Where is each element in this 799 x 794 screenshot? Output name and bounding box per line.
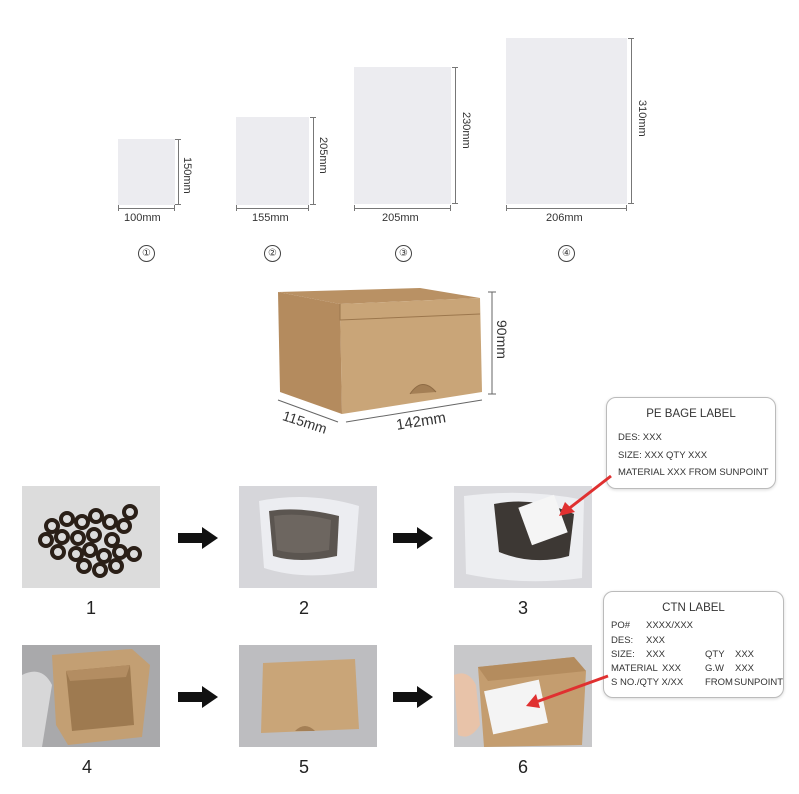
bag-4-height: 310mm <box>636 100 648 137</box>
arrow-right-icon <box>393 527 433 549</box>
ctn-size-val: XXX <box>646 649 666 660</box>
step-4-photo-open-box <box>22 645 160 747</box>
ctn-from-val: SUNPOINT <box>734 677 784 688</box>
bag-1-height: 150mm <box>181 157 193 194</box>
bag-4-width-line <box>506 208 627 209</box>
carton-front-face <box>340 298 482 414</box>
bag-size-4 <box>506 38 627 204</box>
bag-size-1 <box>118 139 175 205</box>
ctn-des-key: DES: <box>611 635 634 646</box>
ctn-qty-key: QTY <box>705 649 725 660</box>
step-3-photo-labeled-bag <box>454 486 592 588</box>
step-5-photo-closed-box <box>239 645 377 747</box>
carton-box <box>277 288 496 423</box>
pe-label-des: DES: XXX <box>618 432 662 443</box>
bag-4-width: 206mm <box>546 212 583 224</box>
bag-1-width: 100mm <box>124 212 161 224</box>
bag-3-height: 230mm <box>460 112 472 149</box>
ctn-material-val: XXX <box>662 663 682 674</box>
ctn-des-val: XXX <box>646 635 666 646</box>
arrow-right-icon <box>393 686 433 708</box>
ctn-size-key: SIZE: <box>611 649 635 660</box>
step-3-number: 3 <box>517 598 528 618</box>
pe-label-size-qty: SIZE: XXX QTY XXX <box>618 450 708 461</box>
bag-1-width-line <box>118 208 175 209</box>
bag-2-height-line <box>313 117 314 205</box>
ctn-from-key: FROM <box>705 677 733 688</box>
pe-bag-label-title: PE BAGE LABEL <box>646 408 736 420</box>
ctn-po-val: XXXX/XXX <box>646 620 693 631</box>
bag-3-width: 205mm <box>382 212 419 224</box>
bag-4-height-line <box>631 38 632 204</box>
ctn-label-pointer-arrow <box>526 674 609 708</box>
step-2-photo-bagged <box>239 486 377 588</box>
bag-2-width: 155mm <box>252 212 289 224</box>
step-6-number: 6 <box>517 757 528 777</box>
bag-2-marker: ② <box>264 245 281 262</box>
arrow-right-icon <box>178 686 218 708</box>
arrow-right-icon <box>178 527 218 549</box>
ctn-qty-val: XXX <box>735 649 755 660</box>
carton-top-face <box>278 288 480 304</box>
pe-bag-label-card: PE BAGE LABEL DES: XXX SIZE: XXX QTY XXX… <box>606 397 776 489</box>
bag-1-height-line <box>178 139 179 205</box>
bag-3-marker: ③ <box>395 245 412 262</box>
carton-height: 90mm <box>494 320 510 359</box>
step-2-number: 2 <box>298 598 309 618</box>
ctn-label-title: CTN LABEL <box>662 602 725 614</box>
step-1-photo-washers <box>22 486 160 588</box>
ctn-material-key: MATERIAL <box>611 663 658 674</box>
bag-2-width-line <box>236 208 309 209</box>
bag-3-width-line <box>354 208 451 209</box>
bag-4-marker: ④ <box>558 245 575 262</box>
ctn-gw-key: G.W <box>705 663 724 674</box>
step-1-number: 1 <box>85 598 96 618</box>
pe-label-pointer-arrow <box>559 474 612 516</box>
bag-size-3 <box>354 67 451 204</box>
step-4-number: 4 <box>81 757 92 777</box>
ctn-label-card: CTN LABEL PO# XXXX/XXX DES: XXX SIZE: XX… <box>603 591 784 698</box>
pe-label-material-from: MATERIAL XXX FROM SUNPOINT <box>618 467 769 478</box>
bag-2-height: 205mm <box>317 137 329 174</box>
step-5-number: 5 <box>298 757 309 777</box>
bag-1-marker: ① <box>138 245 155 262</box>
ctn-sno-key: S NO./QTY X/XX <box>611 677 684 688</box>
ctn-po-key: PO# <box>611 620 631 631</box>
carton-side-face <box>278 292 342 414</box>
bag-size-2 <box>236 117 309 205</box>
bag-3-height-line <box>455 67 456 204</box>
ctn-gw-val: XXX <box>735 663 755 674</box>
